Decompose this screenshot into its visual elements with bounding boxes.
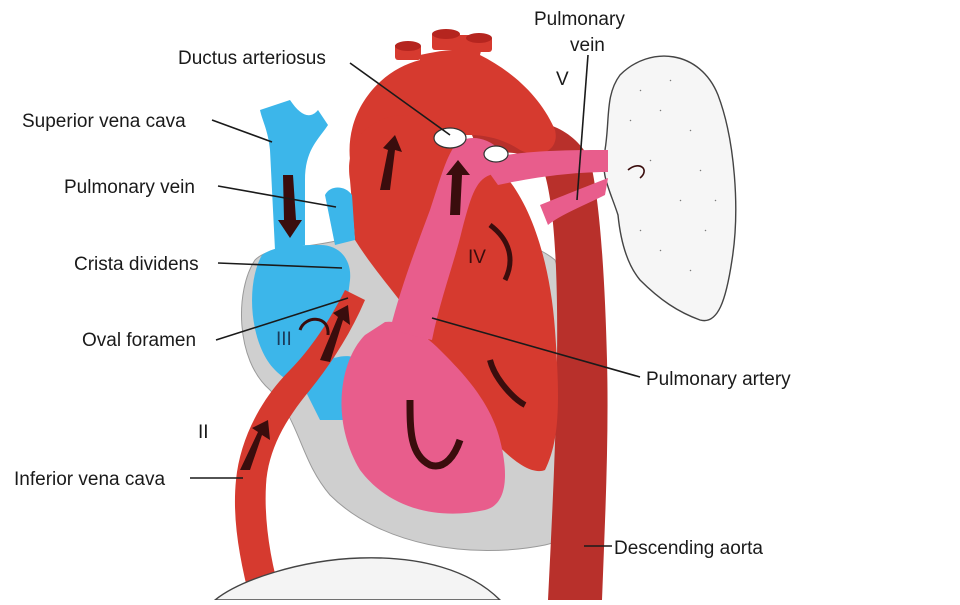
- liver: [213, 557, 502, 601]
- numeral-iv: IV: [468, 247, 486, 268]
- pulmonary-artery-branch-lower: [540, 178, 608, 225]
- arch-branch-cap-3: [466, 33, 492, 43]
- label-pulmonary-artery: Pulmonary artery: [646, 369, 791, 390]
- lung-stipple: [629, 79, 717, 272]
- lung: [603, 55, 737, 322]
- label-descending-aorta: Descending aorta: [614, 538, 763, 559]
- flow-arrow-lung: [627, 165, 645, 179]
- superior-vena-cava: [260, 100, 328, 250]
- flow-arrow-trunk: [446, 160, 470, 215]
- label-pulmonary-vein-top-2: vein: [570, 35, 605, 56]
- flow-arrow-lower-right: [487, 359, 527, 408]
- leader-pulm-artery: [431, 317, 641, 378]
- flow-arrow-ra-loop: [298, 317, 330, 336]
- label-oval-foramen: Oval foramen: [82, 330, 196, 351]
- numeral-ii: II: [198, 422, 209, 443]
- leader-svc: [211, 119, 273, 143]
- flow-arrow-ivc-2: [320, 305, 350, 362]
- label-pulmonary-vein-top-1: Pulmonary: [534, 9, 625, 30]
- flow-arrow-ivc-1: [240, 420, 270, 470]
- label-inferior-vena-cava: Inferior vena cava: [14, 469, 165, 490]
- leader-ductus: [349, 62, 451, 136]
- ductus-arteriosus-opening: [433, 127, 467, 149]
- arch-branch-cap-1: [395, 41, 421, 51]
- heart-red-body: [349, 115, 558, 472]
- leader-pulm-vein-left: [217, 185, 337, 208]
- descending-aorta: [470, 120, 608, 600]
- arch-branch-cap-2: [432, 29, 460, 39]
- inferior-vena-cava: [234, 290, 365, 600]
- pulmonary-artery-branch: [480, 150, 608, 185]
- leader-crista: [217, 262, 343, 269]
- label-pulmonary-vein-left: Pulmonary vein: [64, 177, 195, 198]
- flow-arrow-lv: [380, 135, 402, 190]
- flow-arrow-iv: [488, 223, 513, 282]
- pulmonary-trunk: [390, 138, 502, 340]
- flow-arrow-svc: [278, 175, 302, 238]
- label-crista-dividens: Crista dividens: [74, 254, 199, 275]
- numeral-v: V: [556, 69, 569, 90]
- leader-oval: [215, 297, 349, 341]
- leader-pulm-vein-top: [576, 54, 589, 201]
- pulmonary-opening: [483, 145, 509, 163]
- label-ductus-arteriosus: Ductus arteriosus: [178, 48, 326, 69]
- flow-arrow-rv: [406, 399, 464, 470]
- right-ventricle: [341, 321, 505, 514]
- pulmonary-vein-stub: [325, 187, 355, 245]
- label-superior-vena-cava: Superior vena cava: [22, 111, 186, 132]
- numeral-iii: III: [276, 329, 292, 350]
